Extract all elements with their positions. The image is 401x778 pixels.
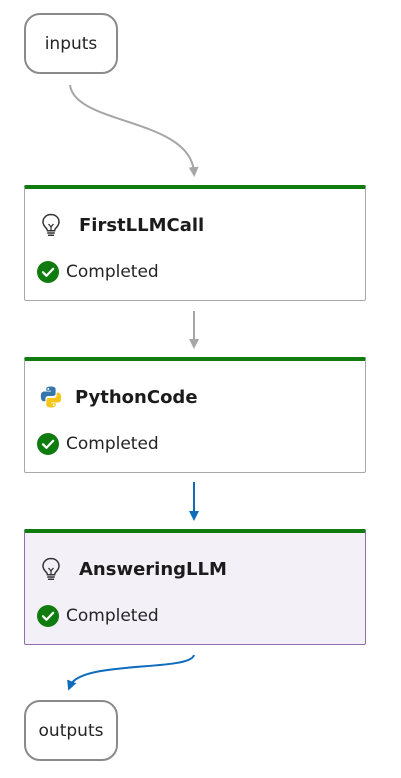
step-header: AnsweringLLM	[39, 555, 227, 583]
step-title: FirstLLMCall	[79, 214, 205, 236]
step-status: Completed	[37, 605, 159, 627]
status-label: Completed	[66, 606, 159, 626]
status-label: Completed	[66, 434, 159, 454]
inputs-node[interactable]: inputs	[24, 13, 118, 74]
step-title: PythonCode	[75, 386, 198, 408]
lightbulb-icon	[39, 212, 63, 238]
step-header: PythonCode	[39, 383, 198, 411]
check-circle-icon	[37, 433, 59, 455]
step-header: FirstLLMCall	[39, 211, 204, 239]
check-circle-icon	[37, 605, 59, 627]
status-label: Completed	[66, 262, 159, 282]
step-node-answeringllm[interactable]: AnsweringLLM Completed	[24, 529, 366, 645]
step-node-firstllmcall[interactable]: FirstLLMCall Completed	[24, 185, 366, 301]
outputs-node-label: outputs	[38, 720, 104, 741]
check-circle-icon	[37, 261, 59, 283]
python-icon	[39, 384, 63, 410]
step-title: AnsweringLLM	[79, 558, 227, 580]
outputs-node[interactable]: outputs	[24, 700, 118, 761]
step-node-pythoncode[interactable]: PythonCode Completed	[24, 357, 366, 473]
inputs-node-label: inputs	[44, 33, 98, 54]
edge-answeringllm-to-outputs	[67, 654, 195, 691]
lightbulb-icon	[39, 556, 63, 582]
step-status: Completed	[37, 433, 159, 455]
step-status: Completed	[37, 261, 159, 283]
edge-inputs-to-firstllmcall	[69, 84, 199, 177]
